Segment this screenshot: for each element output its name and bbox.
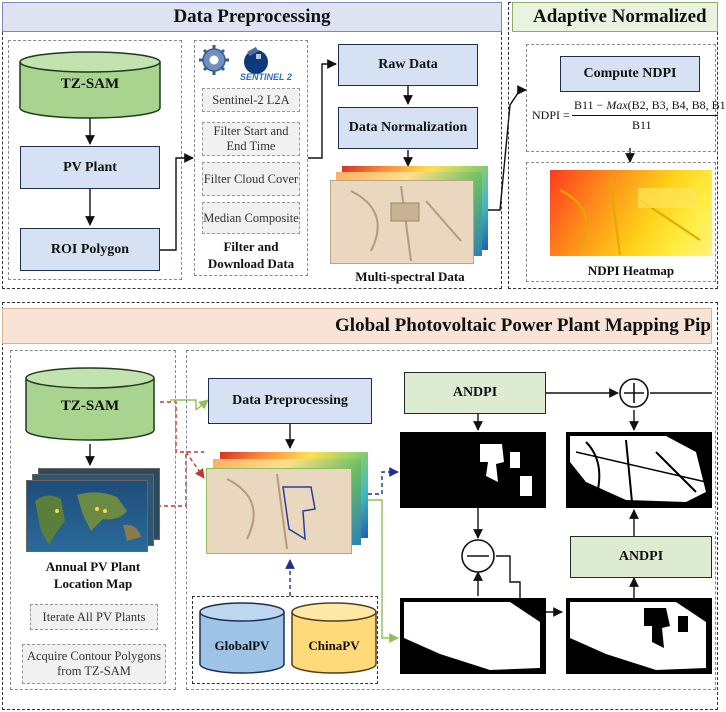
tzsam-label-top: TZ-SAM: [60, 76, 120, 92]
filter-step-time: Filter Start and End Time: [202, 122, 300, 156]
filter-group: [194, 40, 308, 276]
mask-bottom-left: [400, 598, 546, 674]
source-group-bottom: [10, 350, 176, 690]
pipeline-cube: [206, 452, 370, 556]
data-preprocessing-box: Data Preprocessing: [208, 378, 372, 424]
location-map-stack: [26, 468, 160, 554]
formula-num-pre: B11 −: [574, 98, 607, 112]
globalpv-label: GlobalPV: [214, 638, 270, 653]
mask-bottom-right: [566, 598, 712, 674]
filter-step-cloud: Filter Cloud Cover: [202, 162, 300, 196]
pipeline-group: [186, 350, 716, 690]
andpi-box-right: ANDPI: [570, 536, 712, 578]
acquire-contours-box: Acquire Contour Polygons from TZ-SAM: [22, 644, 166, 684]
pv-plant-box: PV Plant: [20, 146, 160, 189]
formula-numerator: B11 − Max(B2, B3, B4, B8, B1: [574, 98, 726, 113]
formula-lhs: NDPI =: [532, 108, 570, 122]
compute-ndpi-box: Compute NDPI: [560, 56, 700, 92]
formula-num-args: (B2, B3, B4, B8, B1: [627, 98, 726, 112]
mask-top-left: [400, 432, 546, 508]
reference-datasets-group: [192, 596, 378, 684]
filter-caption: Filter and Download Data: [207, 239, 295, 271]
raw-data-box: Raw Data: [338, 44, 478, 86]
ndpi-heatmap: [550, 170, 712, 256]
multispectral-caption: Multi-spectral Data: [355, 269, 465, 284]
filter-step-median: Median Composite: [202, 202, 300, 234]
ndpi-compute-group: [526, 44, 716, 152]
formula-bar: [572, 115, 718, 116]
preprocessing-header: Data Preprocessing: [2, 2, 502, 32]
formula-num-max: Max: [606, 98, 628, 112]
sentinel-logo-text: SENTINEL 2: [240, 72, 292, 82]
andpi-box-top: ANDPI: [404, 372, 546, 414]
multispectral-cube: [330, 166, 490, 266]
heatmap-caption: NDPI Heatmap: [587, 263, 675, 278]
chinapv-label: ChinaPV: [308, 638, 360, 653]
heatmap-group: [526, 162, 716, 282]
mapping-panel: [2, 302, 718, 710]
filter-step-sentinel: Sentinel-2 L2A: [202, 88, 300, 112]
ndpi-formula: NDPI = B11 − Max(B2, B3, B4, B8, B1 B11: [528, 98, 726, 138]
formula-denominator: B11: [632, 118, 652, 132]
mask-top-right: [566, 432, 712, 508]
tzsam-label-bottom: TZ-SAM: [60, 398, 120, 414]
roi-polygon-box: ROI Polygon: [20, 228, 160, 271]
iterate-plants-box: Iterate All PV Plants: [30, 604, 158, 630]
normalization-box: Data Normalization: [338, 107, 478, 149]
mapping-header: Global Photovoltaic Power Plant Mapping …: [2, 308, 712, 344]
ndpi-header: Adaptive Normalized: [512, 2, 718, 32]
location-map-caption: Annual PV Plant Location Map: [45, 559, 141, 591]
